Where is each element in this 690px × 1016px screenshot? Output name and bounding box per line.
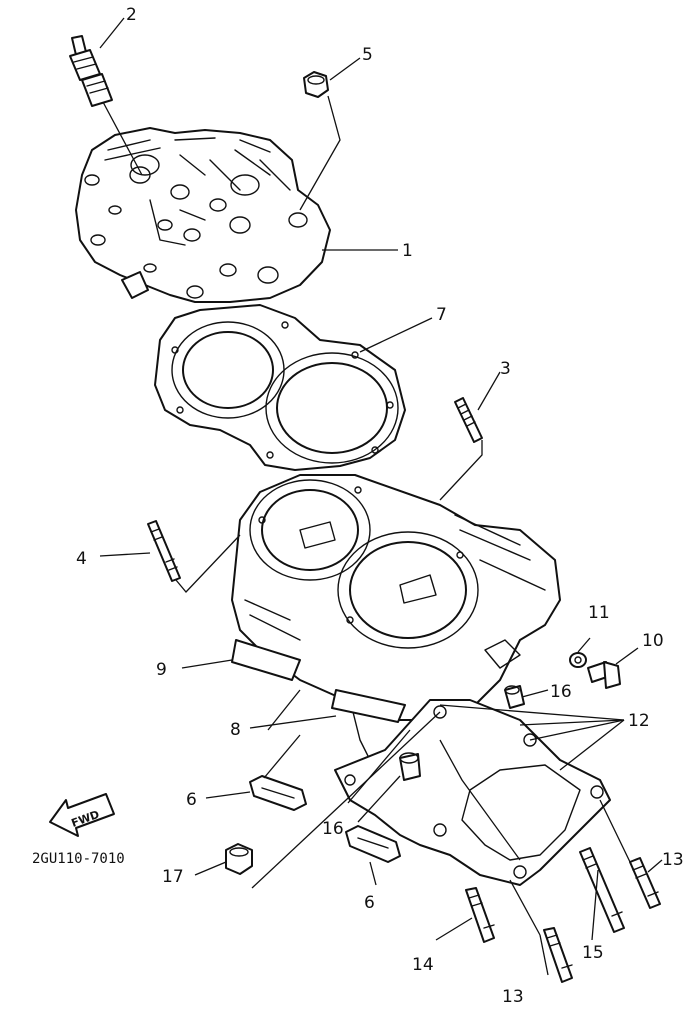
callout-16-left: 16	[322, 819, 344, 839]
stud-bolt-side	[147, 520, 181, 582]
dowel-pin-right	[504, 685, 525, 709]
intake-joint-upper	[231, 639, 301, 681]
callout-6-right: 6	[364, 893, 375, 913]
intake-joint-lower	[331, 689, 406, 723]
callout-10: 10	[642, 631, 664, 651]
stud-bolt-13-right	[629, 857, 661, 909]
callout-8: 8	[230, 720, 241, 740]
callout-6-left: 6	[186, 790, 197, 810]
callout-9: 9	[156, 660, 167, 680]
stud-bolt-15	[579, 847, 625, 933]
cylinder-head	[75, 127, 331, 303]
stud-bolt-14	[465, 887, 495, 943]
diagram-code: 2GU110-7010	[32, 851, 125, 867]
callout-1: 1	[402, 241, 413, 261]
callout-labels: 2 5 1 7 3 4 11 10 9 16 12 8 6 16 2GU110-…	[32, 5, 684, 1007]
cylinder-head-nut	[303, 71, 329, 98]
callout-12: 12	[628, 711, 650, 731]
stud-bolt-13-bottom	[543, 927, 573, 983]
callout-5: 5	[362, 45, 373, 65]
callout-7: 7	[436, 305, 447, 325]
drain-bolt	[587, 661, 621, 689]
callout-4: 4	[76, 549, 87, 569]
callout-3: 3	[500, 359, 511, 379]
callout-13-bottom: 13	[502, 987, 524, 1007]
base-nut	[225, 843, 253, 875]
callout-17: 17	[162, 867, 184, 887]
callout-13-right: 13	[662, 850, 684, 870]
forward-arrow-icon: FWD	[49, 793, 115, 837]
spark-plug	[69, 35, 113, 107]
callout-11: 11	[588, 603, 610, 623]
leader-lines	[99, 17, 663, 976]
cylinder-block	[231, 474, 561, 801]
dowel-pin-left	[399, 752, 421, 781]
seal-right	[345, 825, 401, 863]
callout-15: 15	[582, 943, 604, 963]
stud-bolt-upper	[454, 397, 483, 443]
callout-2: 2	[126, 5, 137, 25]
callout-16-right: 16	[550, 682, 572, 702]
copper-washer	[569, 652, 587, 668]
cylinder-head-gasket	[154, 304, 406, 471]
seal-left	[249, 775, 307, 811]
callout-14: 14	[412, 955, 434, 975]
